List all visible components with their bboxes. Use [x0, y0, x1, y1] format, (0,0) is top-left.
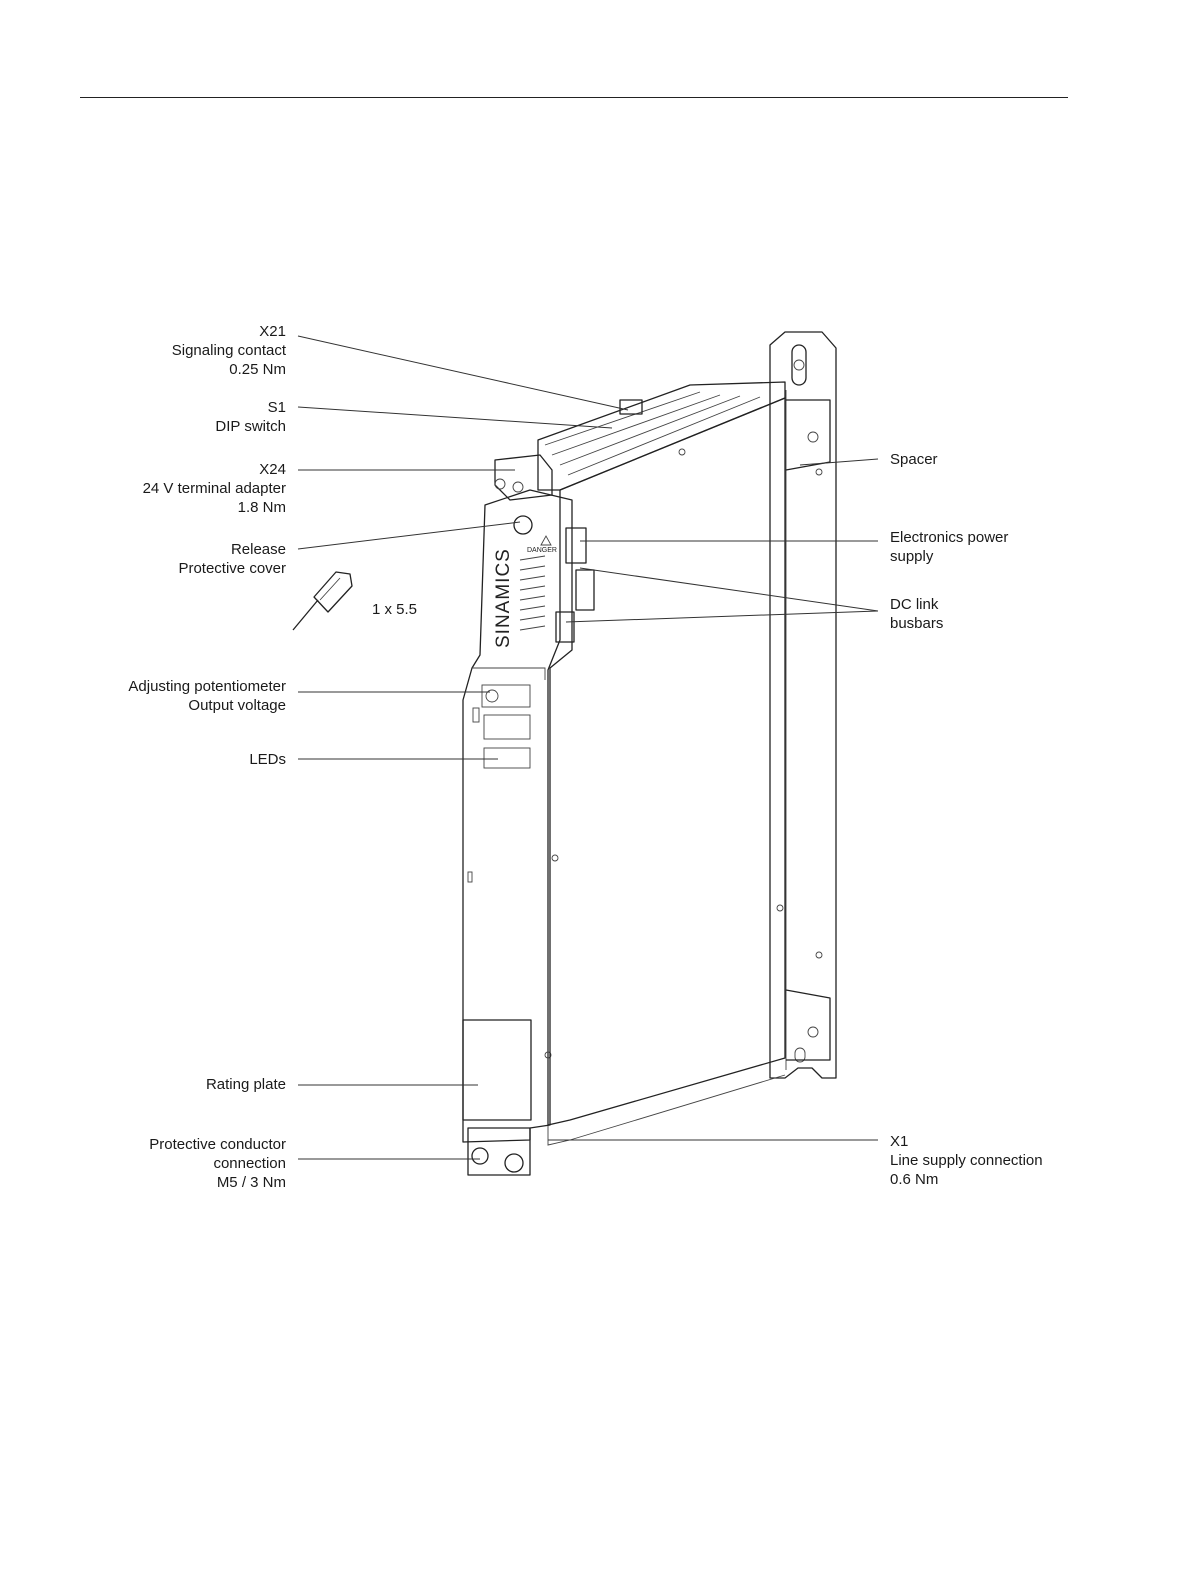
label-spacer: Spacer — [890, 451, 938, 468]
label-leds: LEDs — [249, 751, 286, 768]
leader-lines — [297, 335, 879, 1160]
x21-connector — [619, 399, 643, 415]
mounting-plate — [769, 331, 837, 1079]
warning-text: DANGER — [527, 547, 557, 554]
label-screwdriver-size: 1 x 5.5 — [372, 601, 418, 618]
release-screw — [513, 515, 533, 535]
header-rule — [80, 97, 1068, 98]
brand-text: SINAMICS — [493, 548, 514, 648]
module-housing: SINAMICS DANGER — [462, 381, 786, 1176]
rating-plate-area — [462, 1019, 532, 1121]
screwdriver-icon — [292, 571, 353, 631]
label-rating-plate: Rating plate — [205, 1076, 286, 1093]
